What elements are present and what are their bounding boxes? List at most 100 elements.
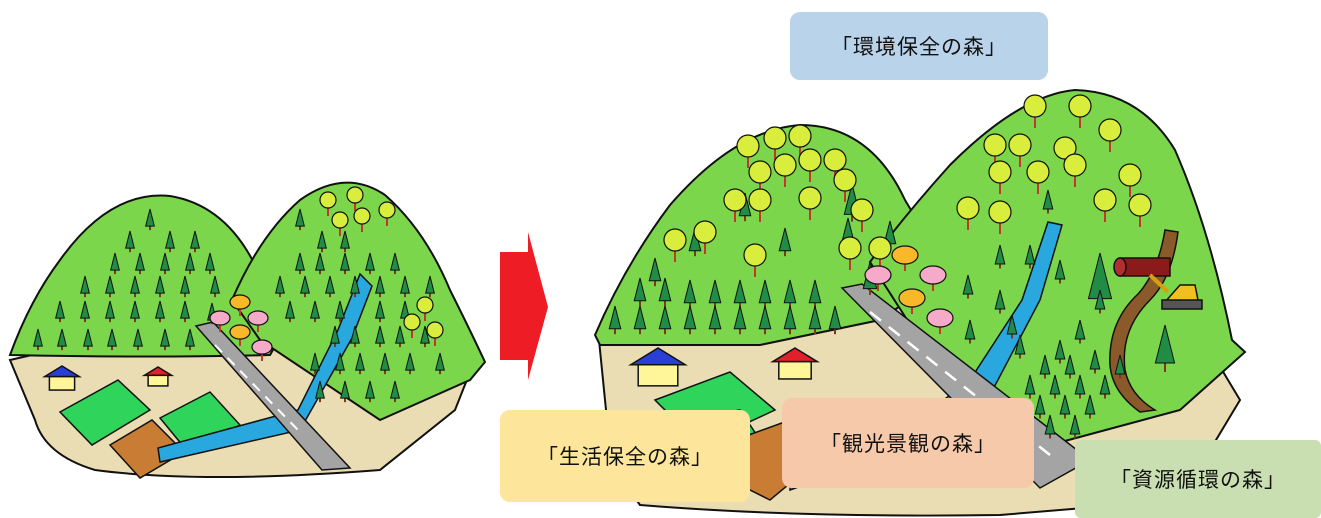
conifer-tree-icon	[330, 325, 340, 348]
tree-crown	[350, 325, 360, 344]
tree-crown	[251, 339, 273, 355]
tree-crown	[891, 245, 919, 265]
tree-crown	[838, 236, 862, 260]
tree-crown	[1069, 414, 1081, 435]
tree-crown	[1114, 354, 1126, 375]
tree-crown	[1053, 136, 1077, 160]
tree-crown	[1093, 188, 1117, 212]
conifer-tree-icon	[33, 328, 43, 351]
broadleaf-tree-icon	[988, 160, 1012, 194]
tree-crown	[983, 133, 1007, 157]
house-wall	[147, 374, 169, 387]
conifer-tree-icon	[1024, 374, 1036, 399]
tree-crown	[125, 230, 135, 249]
tree-crown	[83, 328, 93, 347]
broadleaf-tree-icon	[693, 220, 717, 254]
flowering-tree-icon	[251, 339, 273, 361]
tree-crown	[335, 300, 345, 319]
conifer-tree-icon	[1034, 394, 1046, 419]
conifer-tree-icon	[295, 208, 305, 231]
tree-crown	[285, 300, 295, 319]
farm-field	[58, 379, 152, 446]
conifer-tree-icon	[365, 380, 375, 403]
conifer-tree-icon	[1114, 354, 1126, 379]
conifer-tree-icon	[783, 305, 797, 335]
tree-crown	[209, 310, 231, 326]
resource-forest-label: 「資源循環の森」	[1075, 440, 1321, 518]
tree-crown	[310, 300, 320, 319]
conifer-tree-icon	[658, 305, 672, 335]
tree-crown	[962, 274, 974, 295]
flowering-tree-icon	[247, 310, 269, 332]
tree-crown	[57, 328, 67, 347]
tree-crown	[783, 305, 797, 330]
broadleaf-tree-icon	[723, 188, 747, 222]
tree-crown	[1074, 319, 1086, 340]
tree-crown	[773, 153, 797, 177]
conifer-tree-icon	[994, 244, 1006, 269]
tree-crown	[658, 277, 672, 302]
tree-crown	[633, 277, 647, 302]
tree-crown	[405, 352, 415, 371]
tree-crown	[736, 134, 760, 158]
conifer-tree-icon	[380, 352, 390, 375]
tourism-forest-label: 「観光景観の森」	[782, 398, 1034, 488]
broadleaf-tree-icon	[426, 321, 444, 346]
flowering-tree-icon	[864, 265, 892, 291]
conifer-tree-icon	[105, 300, 115, 323]
conifer-tree-icon	[107, 328, 117, 351]
tree-crown	[380, 352, 390, 371]
tree-crown	[375, 275, 385, 294]
tree-crown	[300, 275, 310, 294]
tree-crown	[1008, 133, 1032, 157]
tree-crown	[160, 328, 170, 347]
conifer-tree-icon	[133, 328, 143, 351]
tree-crown	[365, 380, 375, 399]
tree-crown	[808, 305, 822, 330]
tree-crown	[180, 275, 190, 294]
conifer-tree-icon	[420, 325, 430, 348]
tree-crown	[1042, 189, 1054, 210]
tree-crown	[105, 275, 115, 294]
tree-crown	[683, 305, 697, 330]
tree-crown	[340, 252, 350, 271]
conifer-tree-icon	[964, 319, 976, 344]
tree-crown	[1026, 160, 1050, 184]
tree-crown	[346, 186, 364, 204]
broadleaf-tree-icon	[798, 148, 822, 182]
tree-crown	[375, 300, 385, 319]
conifer-tree-icon	[190, 230, 200, 253]
tree-crown	[1039, 354, 1051, 375]
conifer-tree-icon	[130, 300, 140, 323]
tree-crown	[1006, 314, 1018, 335]
broadleaf-tree-icon	[988, 200, 1012, 234]
tree-crown	[80, 300, 90, 319]
conifer-tree-icon	[315, 252, 325, 275]
broadleaf-tree-icon	[833, 168, 857, 202]
conifer-tree-icon	[125, 230, 135, 253]
tree-crown	[130, 275, 140, 294]
house-icon	[141, 366, 175, 387]
road	[194, 321, 352, 471]
tree-crown	[130, 300, 140, 319]
conifer-tree-icon	[295, 252, 305, 275]
conifer-tree-icon	[1049, 374, 1061, 399]
conifer-tree-icon	[1039, 354, 1051, 379]
broadleaf-tree-icon	[353, 207, 371, 232]
conifer-tree-icon	[135, 252, 145, 275]
tree-crown	[425, 275, 435, 294]
tree-crown	[1034, 394, 1046, 415]
tree-crown	[319, 191, 337, 209]
tree-crown	[400, 275, 410, 294]
broadleaf-tree-icon	[1068, 94, 1092, 128]
broadleaf-tree-icon	[1063, 153, 1087, 187]
flowering-tree-icon	[919, 265, 947, 291]
conifer-tree-icon	[435, 352, 445, 375]
right-arrow-icon	[500, 232, 548, 380]
broadleaf-tree-icon	[773, 153, 797, 187]
tree-crown	[315, 252, 325, 271]
broadleaf-tree-icon	[1093, 188, 1117, 222]
tree-crown	[185, 328, 195, 347]
conifer-tree-icon	[365, 252, 375, 275]
tree-crown	[1068, 94, 1092, 118]
